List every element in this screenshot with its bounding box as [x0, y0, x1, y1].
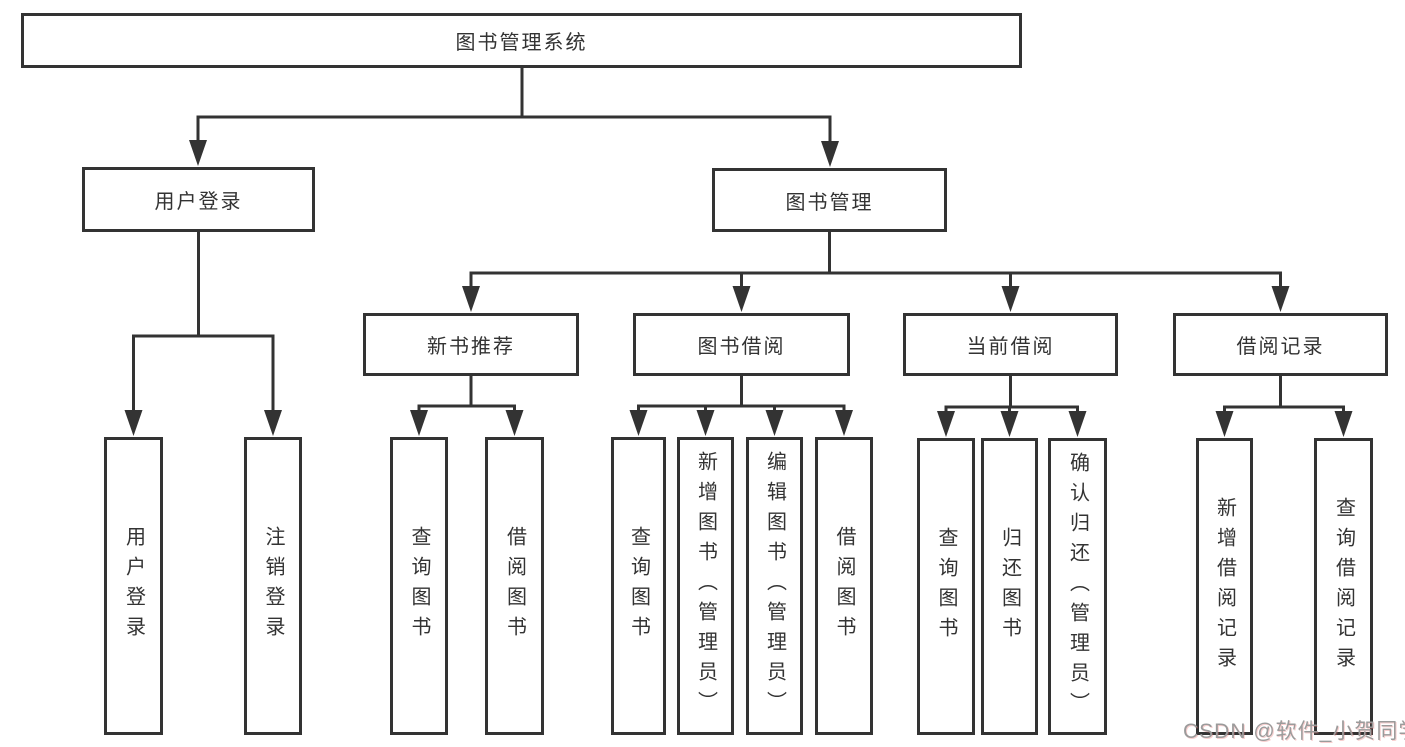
leaf-add-books-admin: 新增图书（管理员） [677, 437, 734, 735]
edge-root-to-level2 [196, 68, 832, 145]
leaf-query-books-current: 查询图书 [917, 438, 975, 735]
node-borrow-record: 借阅记录 [1173, 313, 1388, 376]
csdn-watermark: CSDN @软件_小贺同学 [1183, 720, 1405, 743]
leaf-confirm-return-admin: 确认归还（管理员） [1048, 438, 1107, 735]
edge-borrow-record-children [1223, 376, 1345, 415]
leaf-borrow-books-recommend: 借阅图书 [485, 437, 544, 735]
edge-book-borrow-children [637, 376, 846, 415]
edge-book-mgmt-children [469, 232, 1282, 291]
leaf-return-books: 归还图书 [981, 438, 1038, 735]
node-new-book-recommend: 新书推荐 [363, 313, 579, 376]
arrowheads [124, 140, 1353, 437]
node-current-borrow: 当前借阅 [903, 313, 1118, 376]
leaf-query-books-recommend: 查询图书 [390, 437, 448, 735]
edge-user-login-children [132, 232, 275, 414]
node-book-borrow: 图书借阅 [633, 313, 850, 376]
leaf-add-borrow-record: 新增借阅记录 [1196, 438, 1253, 735]
leaf-logout: 注销登录 [244, 437, 302, 735]
leaf-query-books-borrow: 查询图书 [611, 437, 666, 735]
leaf-user-login: 用户登录 [104, 437, 163, 735]
node-book-management: 图书管理 [712, 168, 947, 232]
leaf-query-borrow-record: 查询借阅记录 [1314, 438, 1373, 735]
leaf-borrow-books: 借阅图书 [815, 437, 873, 735]
leaf-edit-books-admin: 编辑图书（管理员） [746, 437, 803, 735]
edge-new-books-children [417, 376, 516, 415]
edge-current-borrow-children [944, 376, 1079, 415]
node-library-system: 图书管理系统 [21, 13, 1022, 68]
node-user-login: 用户登录 [82, 167, 315, 232]
